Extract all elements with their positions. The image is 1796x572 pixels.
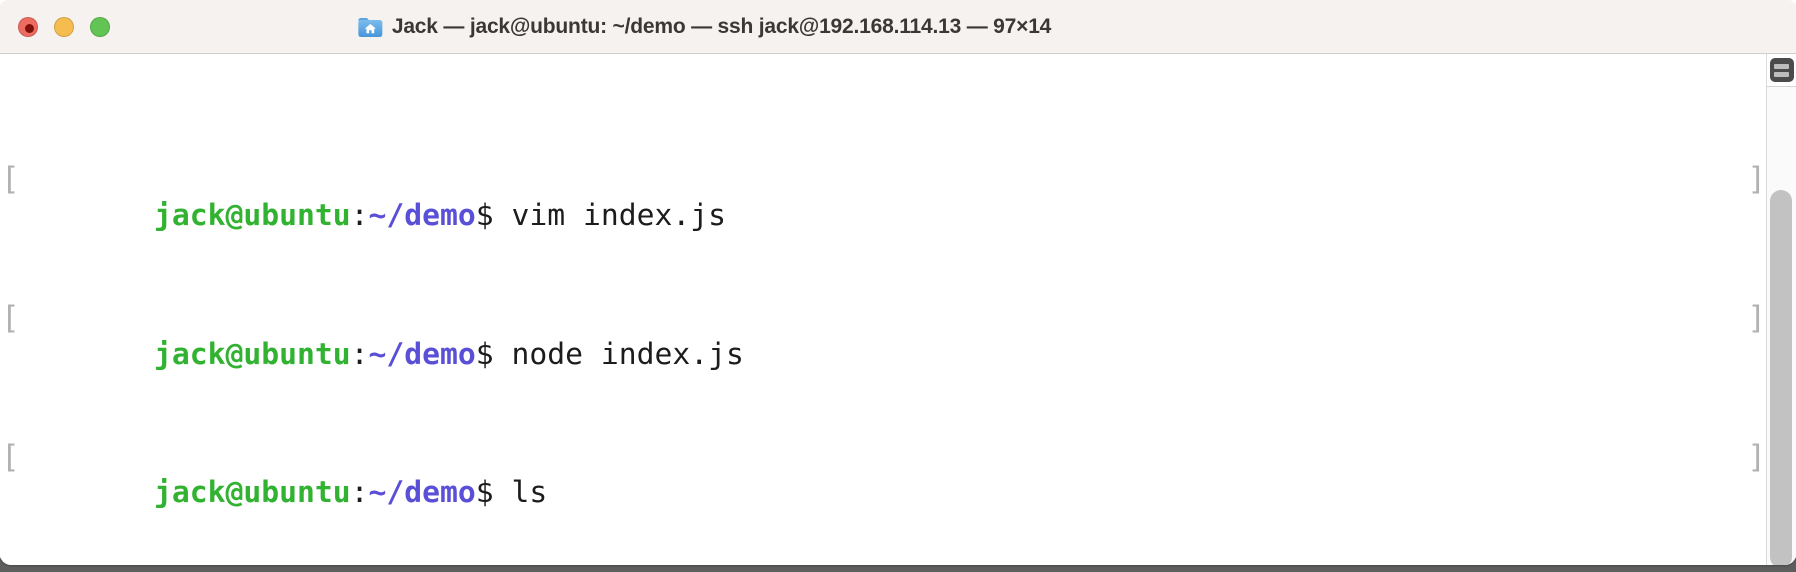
title-bar[interactable]: Jack — jack@ubuntu: ~/demo — ssh jack@19… (0, 0, 1796, 54)
close-button[interactable] (18, 17, 38, 37)
prompt-mark-close: ] (1747, 438, 1766, 475)
terminal-screen[interactable]: [jack@ubuntu:~/demo$ vim index.js ] [jac… (0, 54, 1766, 565)
scrollbar-thumb[interactable] (1770, 190, 1792, 565)
split-pane-button[interactable] (1767, 54, 1796, 87)
window-controls (18, 17, 110, 37)
terminal-line: [jack@ubuntu:~/demo$ vim index.js ] (1, 161, 1766, 233)
scrollbar[interactable] (1766, 54, 1796, 565)
prompt-mark-close: ] (1747, 161, 1766, 198)
home-folder-icon (358, 18, 383, 37)
window-content: [jack@ubuntu:~/demo$ vim index.js ] [jac… (0, 54, 1796, 565)
minimize-button[interactable] (54, 17, 74, 37)
close-dot-icon (24, 23, 34, 33)
terminal-line: [jack@ubuntu:~/demo$ node index.js ] (1, 299, 1766, 372)
window-title: Jack — jack@ubuntu: ~/demo — ssh jack@19… (391, 15, 1052, 38)
prompt-mark-open: [ (1, 438, 20, 475)
zoom-button[interactable] (90, 17, 110, 37)
split-pane-icon (1769, 58, 1794, 82)
prompt-mark-open: [ (1, 161, 20, 198)
window-title-group: Jack — jack@ubuntu: ~/demo — ssh jack@19… (357, 15, 1051, 39)
prompt-mark-close: ] (1747, 299, 1766, 336)
prompt-mark-open: [ (1, 299, 20, 336)
terminal-line: [jack@ubuntu:~/demo$ ls ] (1, 438, 1766, 511)
